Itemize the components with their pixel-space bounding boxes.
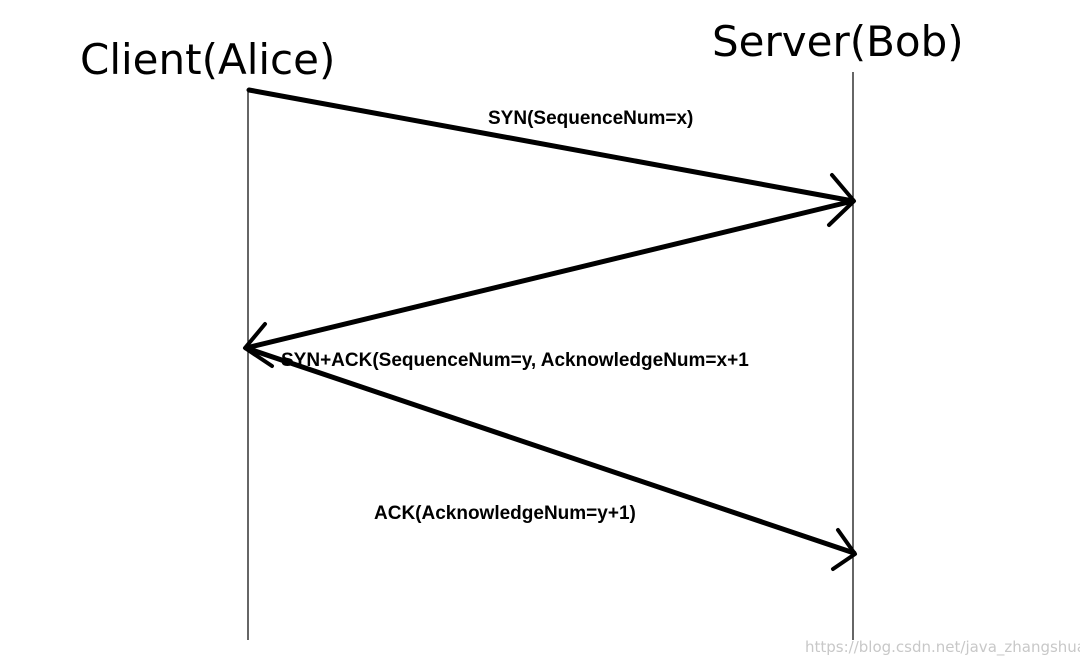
client-participant-label: Client(Alice) <box>80 35 335 84</box>
syn-message-label: SYN(SequenceNum=x) <box>488 108 693 129</box>
ack-message-label: ACK(AcknowledgeNum=y+1) <box>374 503 636 524</box>
syn-ack-arrow-line <box>243 198 856 351</box>
watermark: https://blog.csdn.net/java_zhangshuai <box>805 638 1080 657</box>
ack-arrow-line <box>243 345 857 556</box>
ack-arrowhead <box>831 528 857 571</box>
syn-ack-message-label: SYN+ACK(SequenceNum=y, AcknowledgeNum=x+… <box>281 350 749 371</box>
syn-arrow-line <box>246 87 856 204</box>
server-participant-label: Server(Bob) <box>712 17 964 66</box>
